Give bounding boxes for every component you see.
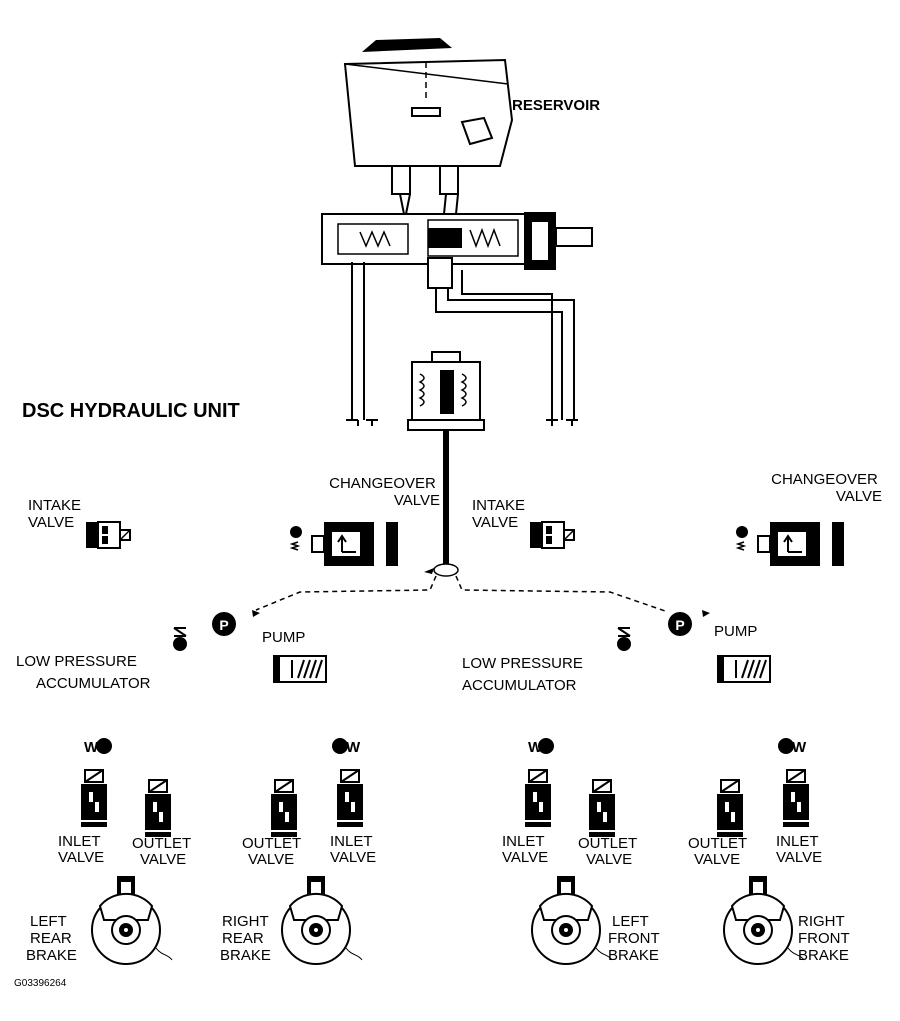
left-front-wheel: W INLET VALVE OUTLET VALVE LEFT FRONT BR… bbox=[502, 738, 664, 965]
right-changeover-label: CHANGEOVER VALVE bbox=[771, 471, 882, 505]
left-accumulator-icon bbox=[172, 627, 188, 652]
right-rear-inlet-valve-icon bbox=[336, 769, 364, 828]
right-front-brake-icon bbox=[723, 875, 805, 965]
right-accumulator-label: LOW PRESSURE ACCUMULATOR bbox=[462, 655, 587, 694]
right-pump-label: PUMP bbox=[714, 623, 757, 640]
left-rear-outlet-label: OUTLET VALVE bbox=[132, 835, 195, 868]
left-changeover-valve-icon bbox=[289, 521, 399, 567]
svg-text:W: W bbox=[346, 739, 361, 756]
right-rear-brake-label: RIGHT REAR BRAKE bbox=[220, 913, 273, 964]
right-front-outlet-label: OUTLET VALVE bbox=[688, 835, 751, 868]
right-rear-inlet-label: INLET VALVE bbox=[330, 833, 376, 866]
left-intake-valve-icon bbox=[85, 521, 131, 549]
right-pump-icon bbox=[717, 655, 771, 683]
right-rear-wheel: W OUTLET VALVE INLET VALVE RIGHT REAR BR… bbox=[220, 738, 376, 965]
right-intake-valve-icon bbox=[529, 521, 575, 549]
svg-text:W: W bbox=[792, 739, 807, 756]
reservoir-assembly bbox=[343, 38, 514, 195]
left-circuit: INTAKE VALVE CHANGEOVER VALVE P PUMP LOW… bbox=[16, 475, 440, 965]
right-front-inlet-label: INLET VALVE bbox=[776, 833, 822, 866]
right-intake-label: INTAKE VALVE bbox=[472, 497, 529, 531]
right-accumulator-icon bbox=[616, 627, 632, 652]
left-front-outlet-valve-icon bbox=[588, 779, 616, 838]
left-rear-brake-icon bbox=[91, 875, 173, 965]
left-rear-outlet-valve-icon bbox=[144, 779, 172, 838]
right-rear-brake-icon bbox=[281, 875, 363, 965]
master-cylinder bbox=[321, 193, 593, 289]
damper-chamber bbox=[407, 351, 485, 577]
left-front-brake-label: LEFT FRONT BRAKE bbox=[608, 913, 664, 964]
left-rear-inlet-label: INLET VALVE bbox=[58, 833, 104, 866]
right-rear-outlet-valve-icon bbox=[270, 779, 298, 838]
left-pump-icon bbox=[273, 655, 327, 683]
right-changeover-valve-icon bbox=[735, 521, 845, 567]
svg-text:P: P bbox=[219, 617, 228, 633]
right-front-outlet-valve-icon bbox=[716, 779, 744, 838]
svg-text:W: W bbox=[84, 739, 99, 756]
right-pump-motor-icon bbox=[668, 612, 692, 636]
left-accumulator-label: LOW PRESSURE ACCUMULATOR bbox=[16, 653, 151, 692]
right-front-wheel: W OUTLET VALVE INLET VALVE RIGHT FRONT B… bbox=[688, 738, 854, 965]
left-intake-label: INTAKE VALVE bbox=[28, 497, 85, 531]
figure-id: G03396264 bbox=[14, 978, 67, 989]
reservoir-label: RESERVOIR bbox=[512, 97, 600, 114]
svg-text:P: P bbox=[675, 617, 684, 633]
right-circuit: INTAKE VALVE CHANGEOVER VALVE P PUMP LOW… bbox=[462, 471, 882, 965]
left-changeover-label: CHANGEOVER VALVE bbox=[329, 475, 440, 509]
left-pump-motor-icon bbox=[212, 612, 236, 636]
left-front-outlet-label: OUTLET VALVE bbox=[578, 835, 641, 868]
left-rear-wheel: W INLET VALVE OUTLET VALVE LEFT REAR BRA… bbox=[26, 738, 195, 965]
left-front-inlet-valve-icon bbox=[524, 769, 552, 828]
hydraulic-lines bbox=[346, 262, 578, 426]
diagram-title: DSC HYDRAULIC UNIT bbox=[22, 400, 240, 422]
pump-return-lines bbox=[255, 575, 669, 613]
right-front-inlet-valve-icon bbox=[782, 769, 810, 828]
left-rear-inlet-valve-icon bbox=[80, 769, 108, 828]
left-rear-brake-label: LEFT REAR BRAKE bbox=[26, 913, 77, 964]
right-front-brake-label: RIGHT FRONT BRAKE bbox=[798, 913, 854, 964]
left-front-brake-icon bbox=[531, 875, 613, 965]
left-front-inlet-label: INLET VALVE bbox=[502, 833, 548, 866]
right-rear-outlet-label: OUTLET VALVE bbox=[242, 835, 305, 868]
left-pump-label: PUMP bbox=[262, 629, 305, 646]
